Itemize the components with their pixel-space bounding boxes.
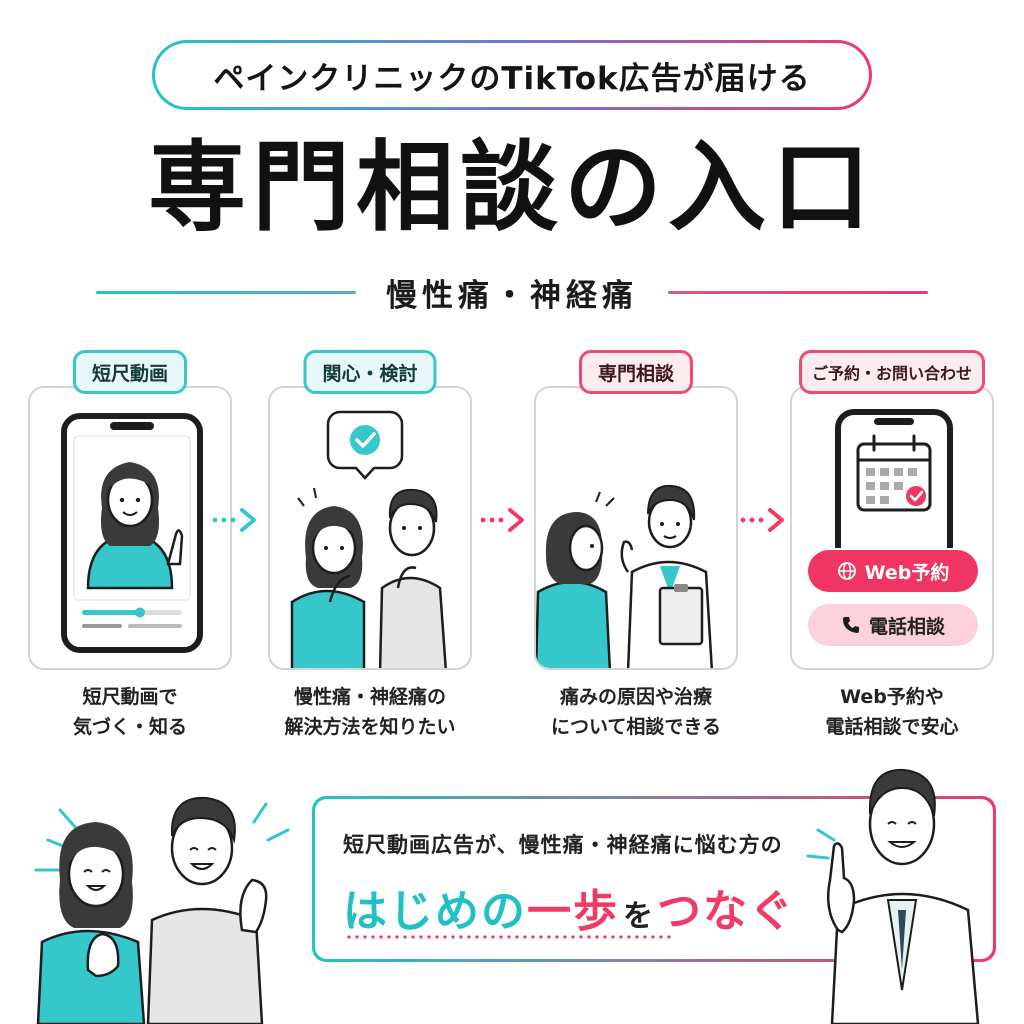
subtitle-line-right <box>668 290 928 294</box>
smartphone-calendar-illustration <box>835 409 953 548</box>
subtitle-line-left <box>96 290 356 294</box>
smartphone-video-illustration <box>61 413 203 653</box>
doctor-consultation-illustration <box>536 484 714 668</box>
message-line2: はじめの 一歩 を つなぐ <box>343 875 795 939</box>
header-pill: ペインクリニックのTikTok広告が届ける <box>152 40 872 110</box>
caption-line: 気づく・知る <box>72 716 187 739</box>
step-card: Web予約 電話相談 <box>790 386 994 670</box>
phone-icon <box>842 617 859 633</box>
calendar-icon <box>856 434 932 512</box>
phone-consultation-label: 電話相談 <box>868 615 945 638</box>
web-reservation-button[interactable]: Web予約 <box>808 550 978 592</box>
header-pill-text: ペインクリニックのTikTok広告が届ける <box>155 43 869 107</box>
step-caption: 慢性痛・神経痛の 解決方法を知りたい <box>248 682 492 743</box>
subtitle: 慢性痛・神経痛 <box>386 277 638 314</box>
main-title: 専門相談の入口 <box>147 131 876 245</box>
arrow-right-icon <box>212 508 256 532</box>
subtitle-row: 慢性痛・神経痛 <box>96 268 928 316</box>
web-reservation-label: Web予約 <box>864 561 950 584</box>
message-particle: を <box>623 899 653 934</box>
arrow-right-icon <box>480 508 524 532</box>
message-dotted-underline <box>345 935 675 939</box>
message-line1: 短尺動画広告が、慢性痛・神経痛に悩む方の <box>343 833 783 857</box>
step-card <box>28 386 232 670</box>
globe-icon <box>837 562 856 580</box>
step-caption: 短尺動画で 気づく・知る <box>8 682 252 743</box>
step-caption: Web予約や 電話相談で安心 <box>770 682 1014 743</box>
caption-line: 電話相談で安心 <box>825 716 959 739</box>
caption-line: 慢性痛・神経痛の <box>293 686 446 708</box>
arrow-right-icon <box>740 508 784 532</box>
step-label: 関心・検討 <box>303 350 437 394</box>
caption-line: 痛みの原因や治療 <box>559 686 712 708</box>
phone-consultation-button[interactable]: 電話相談 <box>808 604 978 646</box>
step-caption: 痛みの原因や治療 について相談できる <box>514 682 758 743</box>
step-card <box>534 386 738 670</box>
message-emphasis-pink: 一歩 <box>527 886 619 937</box>
caption-line: 解決方法を知りたい <box>284 716 456 739</box>
couple-thinking-illustration <box>290 410 447 668</box>
caption-line: について相談できる <box>550 716 722 739</box>
step-label: 短尺動画 <box>72 350 188 394</box>
caption-line: 短尺動画で <box>82 686 178 708</box>
message-emphasis-pink: つなぐ <box>657 886 795 937</box>
step-card <box>268 386 472 670</box>
step-label: ご予約・お問い合わせ <box>798 350 986 394</box>
message-emphasis-teal: はじめの <box>343 886 527 937</box>
happy-couple-illustration <box>34 796 290 1024</box>
step-label: 専門相談 <box>578 350 694 394</box>
doctor-pointing-illustration <box>806 768 980 1024</box>
caption-line: Web予約や <box>840 686 944 708</box>
